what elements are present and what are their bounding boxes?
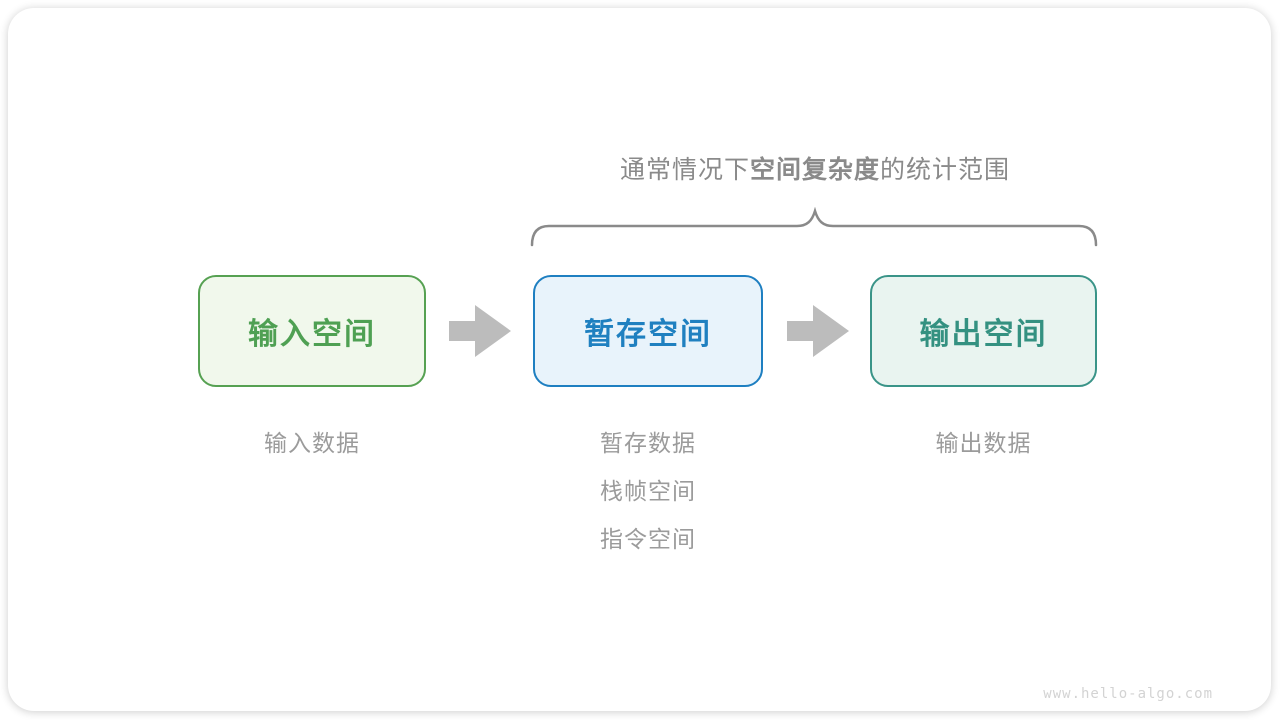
arrow-right-icon: [787, 305, 849, 357]
note-line: 栈帧空间: [600, 478, 696, 504]
caption: 通常情况下空间复杂度的统计范围: [415, 150, 1215, 186]
arrow-right-icon: [449, 305, 511, 357]
temp-space-notes: 暂存数据 栈帧空间 指令空间: [533, 419, 763, 563]
caption-prefix: 通常情况下: [619, 156, 750, 184]
note-line: 指令空间: [600, 526, 696, 552]
note-line: 输入数据: [264, 430, 360, 456]
temp-space-box: 暂存空间: [533, 275, 763, 387]
output-space-note: 输出数据: [870, 419, 1097, 467]
diagram-card: 通常情况下空间复杂度的统计范围 输入空间 暂存空间 输出空间 输入数据 暂存数据…: [8, 8, 1271, 711]
input-space-box: 输入空间: [198, 275, 426, 387]
temp-space-label: 暂存空间: [584, 318, 712, 351]
watermark: www.hello-algo.com: [1043, 686, 1213, 702]
output-space-label: 输出空间: [919, 318, 1048, 351]
curly-brace-icon: [528, 206, 1100, 249]
caption-suffix: 的统计范围: [880, 156, 1011, 184]
note-line: 输出数据: [935, 430, 1032, 456]
input-space-label: 输入空间: [248, 318, 376, 351]
output-space-box: 输出空间: [870, 275, 1097, 387]
caption-bold-term: 空间复杂度: [749, 156, 880, 184]
input-space-note: 输入数据: [198, 419, 426, 467]
note-line: 暂存数据: [600, 430, 696, 456]
